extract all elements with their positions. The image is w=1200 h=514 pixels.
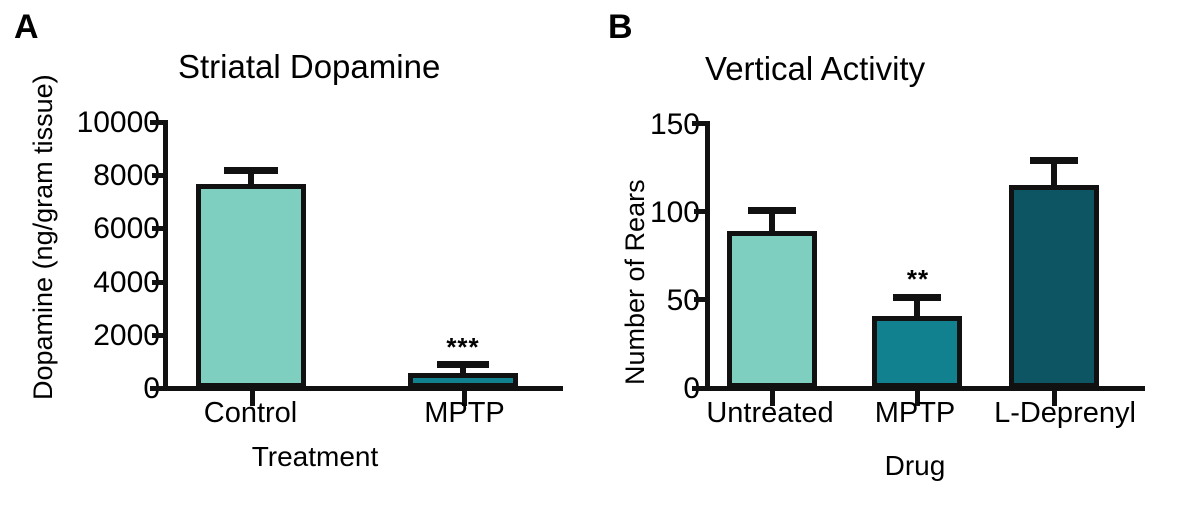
panel-b-title: Vertical Activity bbox=[705, 50, 926, 87]
panel-a-ytick-mark-8000 bbox=[152, 173, 168, 178]
panel-a-xtick-mark-mptp bbox=[462, 391, 467, 406]
panel-b: B Vertical Activity Number of Rears 150 … bbox=[600, 0, 1200, 514]
panel-b-ytick-mark-50 bbox=[694, 297, 710, 302]
panel-b-xtick-mark-mptp bbox=[915, 391, 920, 406]
panel-a-significance-mptp: *** bbox=[446, 332, 480, 362]
panel-b-plot-area: ** bbox=[600, 0, 1200, 514]
panel-a-ytick-mark-4000 bbox=[152, 280, 168, 285]
panel-b-ytick-150: 150 bbox=[649, 108, 700, 141]
panel-a-errorbar-cap-mptp bbox=[437, 361, 489, 368]
panel-a-ytick-2000: 2000 bbox=[93, 319, 160, 352]
panel-a-title: Striatal Dopamine bbox=[178, 48, 441, 85]
panel-b-xtick-mark-untreated bbox=[770, 391, 775, 406]
panel-b-letter: B bbox=[608, 8, 633, 46]
panel-a-errorbar-stem-control bbox=[248, 170, 254, 188]
panel-a-y-axis-spine bbox=[163, 120, 168, 391]
panel-a-ytick-mark-10000 bbox=[150, 120, 168, 125]
panel-a-letter: A bbox=[14, 8, 39, 46]
panel-a-errorbar-stem-mptp bbox=[460, 364, 466, 376]
panel-a-xtick-mark-control bbox=[250, 391, 255, 406]
panel-b-xtick-mark-ldeprenyl bbox=[1052, 391, 1057, 406]
panel-b-bar-untreated[interactable] bbox=[727, 231, 817, 388]
panel-b-y-axis-spine bbox=[705, 121, 710, 391]
panel-b-significance-mptp: ** bbox=[906, 264, 930, 294]
panel-b-ytick-0: 0 bbox=[610, 374, 700, 404]
panel-b-xtick-label-ldeprenyl: L-Deprenyl bbox=[994, 397, 1136, 429]
panel-a-ytick-mark-0 bbox=[150, 386, 168, 391]
panel-a-x-axis-label: Treatment bbox=[251, 441, 379, 472]
panel-a-plot-area: *** bbox=[150, 120, 563, 406]
panel-b-bar-mptp[interactable] bbox=[872, 316, 962, 388]
panel-b-errorbar-stem-untreated bbox=[769, 210, 775, 234]
panel-a-x-axis-spine bbox=[163, 386, 563, 391]
panel-b-xtick-label-untreated: Untreated bbox=[706, 397, 834, 429]
panel-b-x-axis-label: Drug bbox=[884, 450, 946, 481]
panel-a-ytick-8000: 8000 bbox=[93, 159, 160, 192]
panel-b-bar-ldeprenyl[interactable] bbox=[1009, 185, 1099, 388]
panel-b-errorbar-cap-mptp bbox=[893, 294, 941, 301]
panel-a-ytick-mark-6000 bbox=[152, 226, 168, 231]
panel-b-errorbar-stem-mptp bbox=[914, 297, 920, 319]
panel-a-ytick-6000: 6000 bbox=[93, 212, 160, 245]
panel-a-errorbar-cap-control bbox=[224, 167, 278, 174]
panel-a-xtick-label-control: Control bbox=[203, 397, 298, 429]
panel-a-ytick-4000: 4000 bbox=[93, 266, 160, 299]
panel-b-xtick-label-mptp: MPTP bbox=[874, 397, 956, 429]
panel-b-ytick-mark-100 bbox=[694, 209, 710, 214]
panel-a-bar-control[interactable] bbox=[196, 184, 306, 388]
panel-b-x-axis-spine bbox=[705, 386, 1145, 391]
panel-b-errorbar-cap-untreated bbox=[748, 207, 796, 214]
panel-b-ytick-mark-150 bbox=[692, 121, 710, 126]
panel-b-errorbar-stem-ldeprenyl bbox=[1051, 160, 1057, 188]
panel-a-ytick-mark-2000 bbox=[152, 333, 168, 338]
panel-b-errorbar-cap-ldeprenyl bbox=[1030, 157, 1078, 164]
panel-a: A Striatal Dopamine Dopamine (ng/gram ti… bbox=[14, 8, 563, 472]
panel-b-ytick-100: 100 bbox=[649, 196, 700, 229]
panel-a-xtick-label-mptp: MPTP bbox=[424, 397, 505, 429]
panel-a-ytick-10000: 10000 bbox=[76, 106, 160, 139]
panel-b-ytick-mark-0 bbox=[692, 386, 710, 391]
